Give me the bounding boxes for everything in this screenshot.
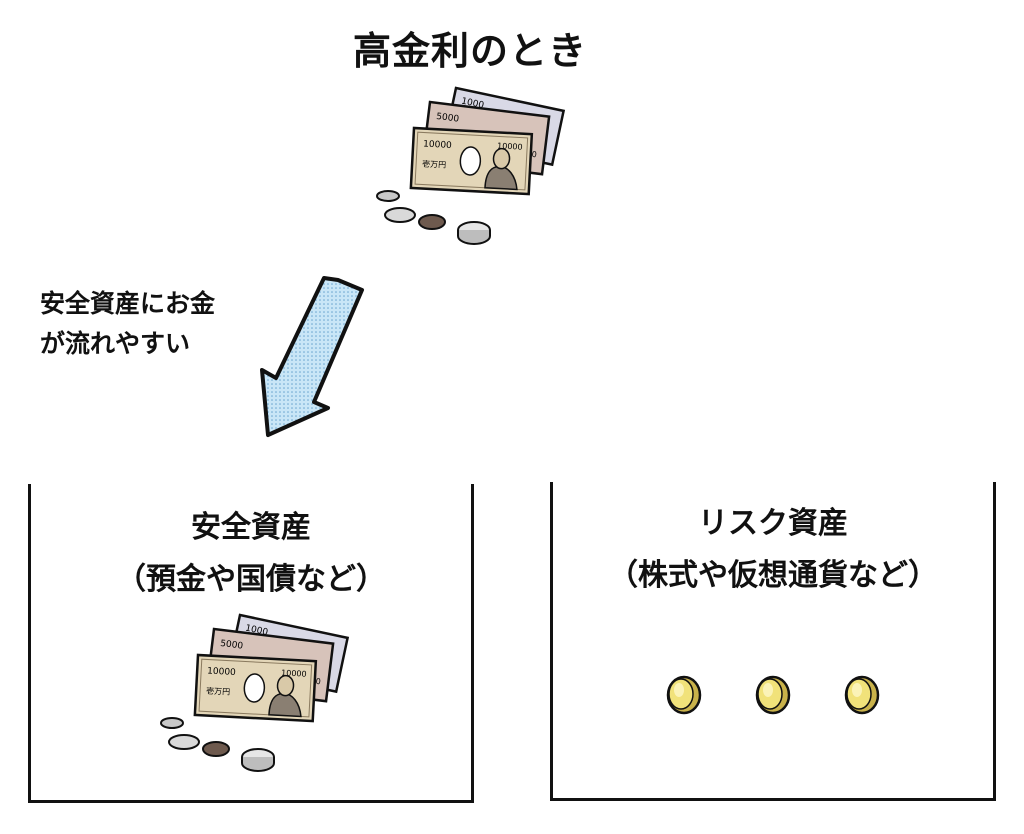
risk-assets-title: リスク資産 （株式や仮想通貨など） xyxy=(553,498,993,602)
arrow-down-left-icon xyxy=(260,276,364,437)
safe-assets-label: 安全資産 xyxy=(191,510,311,545)
arrow-label-line2: が流れやすい xyxy=(40,329,191,358)
risk-assets-examples: （株式や仮想通貨など） xyxy=(608,558,938,593)
arrow-label-line1: 安全資産にお金 xyxy=(40,289,216,318)
page-title: 高金利のとき xyxy=(352,29,587,73)
arrow-label: 安全資産にお金 が流れやすい xyxy=(40,284,270,364)
gold-coin-icon xyxy=(666,675,702,715)
gold-coin-icon xyxy=(755,675,791,715)
safe-assets-box: 安全資産 （預金や国債など） xyxy=(28,484,474,803)
risk-assets-box: リスク資産 （株式や仮想通貨など） xyxy=(550,482,996,801)
risk-assets-label: リスク資産 xyxy=(698,506,848,541)
safe-assets-examples: （預金や国債など） xyxy=(116,562,386,597)
safe-assets-title: 安全資産 （預金や国債など） xyxy=(31,502,471,606)
gold-coin-icon xyxy=(844,675,880,715)
money-stack-icon xyxy=(159,613,349,773)
money-stack-icon xyxy=(375,86,565,246)
